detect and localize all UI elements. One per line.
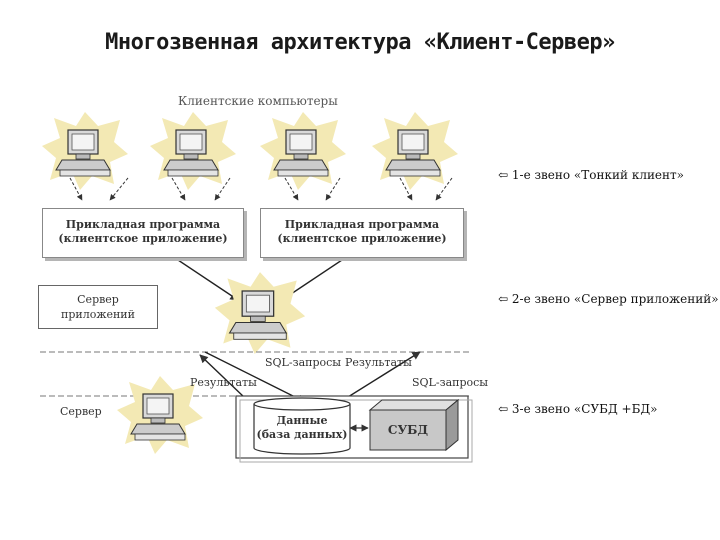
results-label: Результаты [345,356,412,369]
client-app-box: Прикладная программа (клиентское приложе… [260,208,464,258]
tier-2-annotation: ⇦ 2-е звено «Сервер приложений» [498,292,719,306]
app-server-computer-icon [214,271,306,354]
client-app-line1: Прикладная программа [284,218,440,231]
client-computer-icon [149,111,237,190]
left-arrow-icon: ⇦ [498,292,509,306]
left-arrow-icon: ⇦ [498,402,509,416]
client-computers-label: Клиентские компьютеры [178,94,338,108]
results-label-left: Результаты [190,376,257,389]
sql-flow-arrows [199,351,421,403]
sql-requests-label-right: SQL-запросы [412,376,489,389]
dbms-box [368,398,460,452]
database-line2: (база данных) [256,428,348,441]
sql-requests-label: SQL-запросы [265,356,342,369]
dbms-label: СУБД [387,423,429,437]
database-line1: Данные [276,414,328,427]
app-server-box: Сервер приложений [38,285,158,329]
left-arrow-icon: ⇦ [498,168,509,182]
tier-2-text: 2-е звено «Сервер приложений» [511,292,719,306]
client-computer-icon [259,111,347,190]
page-title: Многозвенная архитектура «Клиент-Сервер» [105,30,615,55]
tier-3-annotation: ⇦ 3-е звено «СУБД +БД» [498,402,658,416]
client-app-line2: (клиентское приложение) [58,232,228,245]
client-app-arrows [69,177,453,201]
client-computer-icon [371,111,459,190]
client-app-line2: (клиентское приложение) [277,232,447,245]
app-server-line1: Сервер [77,293,119,306]
server-label: Сервер [60,405,102,418]
app-server-line2: приложений [61,308,135,321]
client-app-line1: Прикладная программа [65,218,221,231]
tier-3-text: 3-е звено «СУБД +БД» [511,402,658,416]
client-computer-icon [41,111,129,190]
tier-1-text: 1-е звено «Тонкий клиент» [511,168,685,182]
client-app-box: Прикладная программа (клиентское приложе… [42,208,244,258]
tier-1-annotation: ⇦ 1-е звено «Тонкий клиент» [498,168,684,182]
